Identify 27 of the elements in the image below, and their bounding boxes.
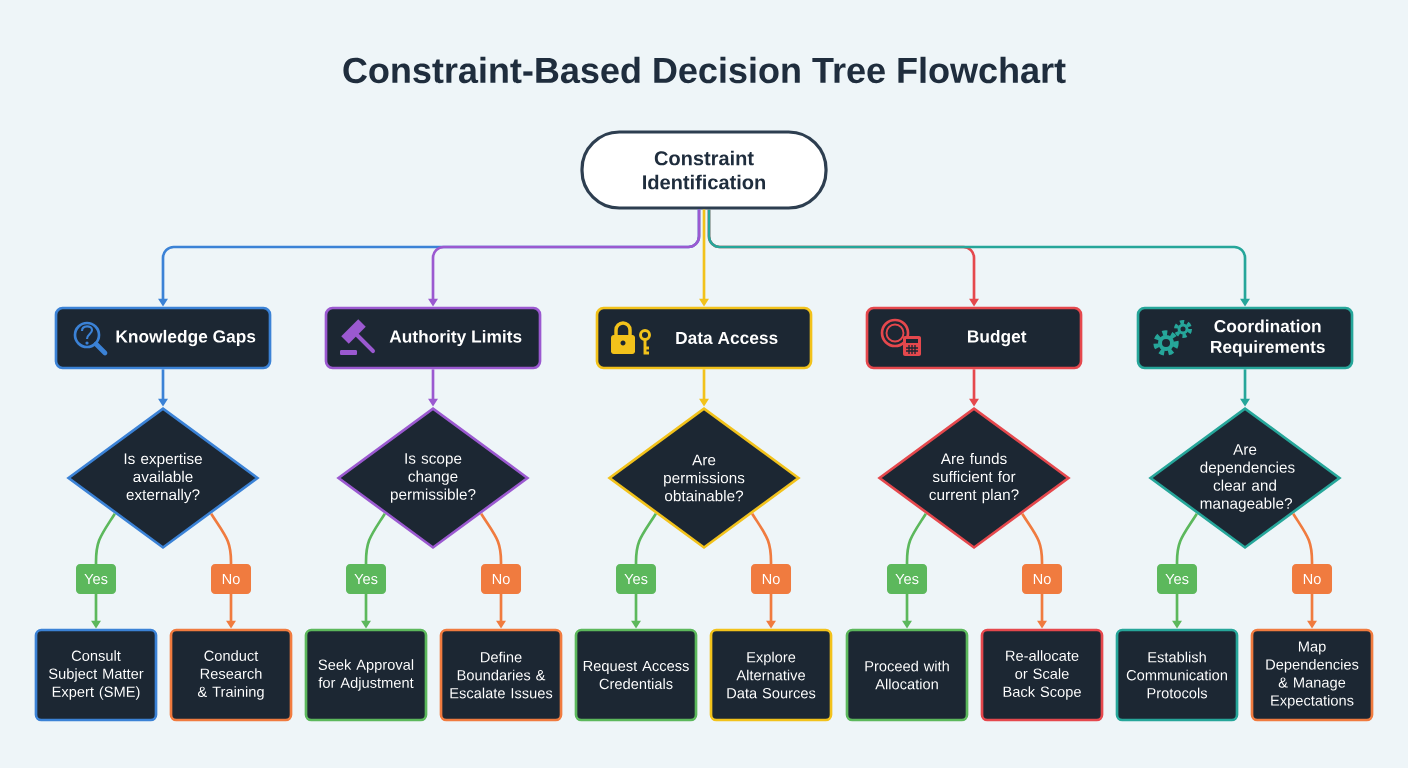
edge-label: No [751, 564, 791, 594]
category-box: Budget [865, 306, 1083, 370]
outcome-box: Proceed with Allocation [845, 628, 969, 722]
category-box: Coordination Requirements [1136, 306, 1354, 370]
category-box: Data Access [595, 306, 813, 370]
outcome-box: Explore Alternative Data Sources [709, 628, 833, 722]
outcome-box: Establish Communication Protocols [1115, 628, 1239, 722]
start-terminal: Constraint Identification [580, 130, 828, 210]
edge-label: Yes [1157, 564, 1197, 594]
outcome-box: Re-allocate or Scale Back Scope [980, 628, 1104, 722]
edge-label: No [211, 564, 251, 594]
outcome-box: Conduct Research & Training [169, 628, 293, 722]
outcome-box: Request Access Credentials [574, 628, 698, 722]
edge-label: Yes [76, 564, 116, 594]
edge-label: Yes [346, 564, 386, 594]
edge-label: Yes [616, 564, 656, 594]
outcome-box: Seek Approval for Adjustment [304, 628, 428, 722]
edge-label: Yes [887, 564, 927, 594]
edge-label: No [481, 564, 521, 594]
outcome-box: Define Boundaries & Escalate Issues [439, 628, 563, 722]
category-box: Authority Limits [324, 306, 542, 370]
title: Constraint-Based Decision Tree Flowchart [343, 56, 1066, 84]
outcome-box: Consult Subject Matter Expert (SME) [34, 628, 158, 722]
outcome-box: Map Dependencies & Manage Expectations [1250, 628, 1374, 722]
edge-label: No [1022, 564, 1062, 594]
edge-label: No [1292, 564, 1332, 594]
category-box: Knowledge Gaps [54, 306, 272, 370]
